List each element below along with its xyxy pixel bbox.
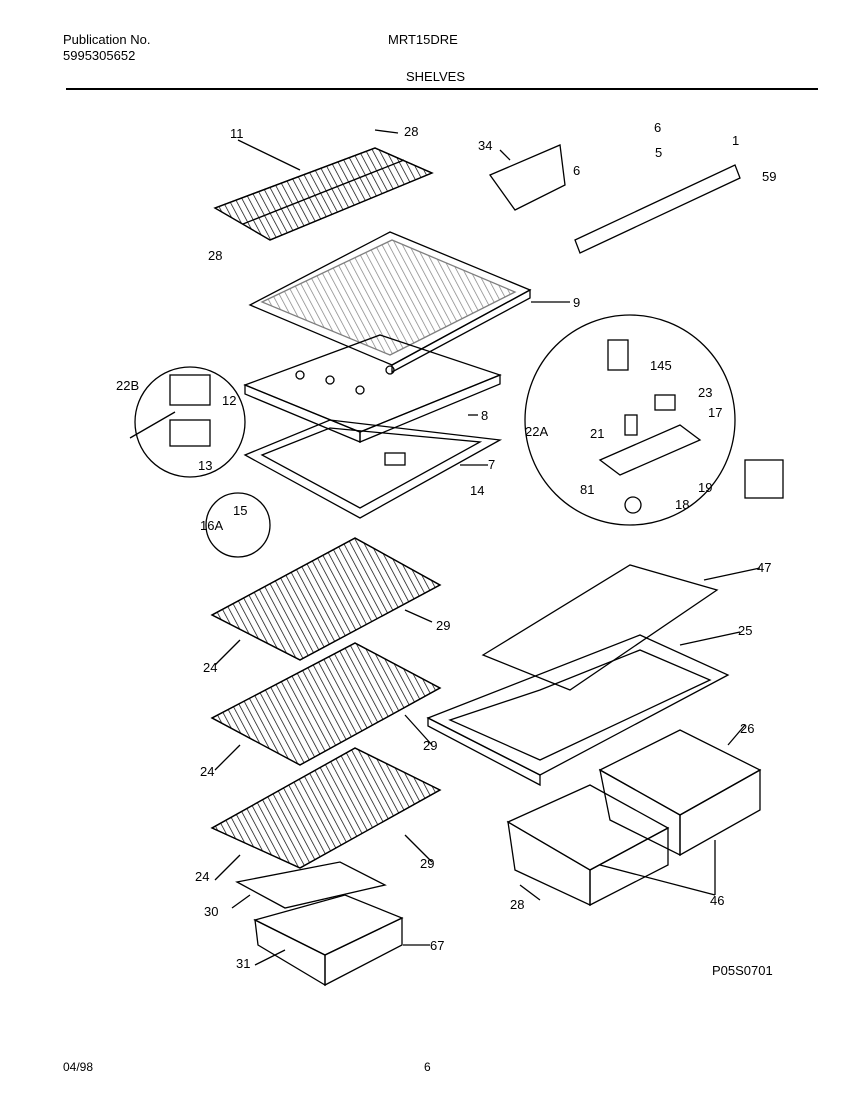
callout-34: 34 — [478, 138, 492, 153]
wire-shelf-29-c — [210, 747, 442, 869]
callout-59: 59 — [762, 169, 776, 184]
footer-page-number: 6 — [424, 1060, 431, 1074]
callout-12: 12 — [222, 393, 236, 408]
housing-13 — [169, 419, 211, 447]
inset-circle-left — [134, 366, 246, 478]
callout-29: 29 — [420, 856, 434, 871]
callout-7: 7 — [488, 457, 495, 472]
wire-shelf-11 — [213, 147, 434, 241]
publication-number: 5995305652 — [63, 48, 136, 63]
callout-46: 46 — [710, 893, 724, 908]
header-rule — [66, 88, 818, 90]
lamp-145 — [607, 339, 629, 371]
callout-15: 15 — [233, 503, 247, 518]
cover-7 — [243, 419, 503, 519]
crisper-drawer-26-right — [598, 729, 762, 857]
callout-23: 23 — [698, 385, 712, 400]
switch-21 — [624, 414, 638, 436]
callout-67: 67 — [430, 938, 444, 953]
glass-shelf-47 — [481, 564, 719, 691]
callout-30: 30 — [204, 904, 218, 919]
callout-28: 28 — [208, 248, 222, 263]
footer-date: 04/98 — [63, 1060, 94, 1074]
pan-31 — [253, 894, 404, 987]
crisper-frame-25 — [426, 634, 730, 787]
callout-24: 24 — [200, 764, 214, 779]
wire-shelf-29-a — [210, 537, 442, 661]
bracket-17 — [598, 424, 702, 476]
callout-47: 47 — [757, 560, 771, 575]
callout-31: 31 — [236, 956, 250, 971]
callout-28: 28 — [404, 124, 418, 139]
callout-145: 145 — [650, 358, 672, 373]
callout-13: 13 — [198, 458, 212, 473]
callout-6: 6 — [654, 120, 661, 135]
cover-30 — [235, 861, 387, 909]
callout-81: 81 — [580, 482, 594, 497]
bin-34 — [489, 144, 566, 211]
callout-24: 24 — [203, 660, 217, 675]
callout-1: 1 — [732, 133, 739, 148]
callout-16A: 16A — [200, 518, 223, 533]
callout-11: 11 — [230, 126, 244, 141]
callout-14: 14 — [470, 483, 484, 498]
frame-8 — [243, 334, 502, 443]
callout-22B: 22B — [116, 378, 139, 393]
drawing-code: P05S0701 — [712, 963, 773, 978]
callout-29: 29 — [423, 738, 437, 753]
callout-labels: 11 28 28 34 6 6 5 1 59 9 22B 12 13 8 7 14 145 23 17 22A 21 19… — [116, 120, 776, 971]
inset-circle-small — [205, 492, 271, 558]
shelf-cover-9 — [248, 231, 532, 374]
switch-box-19 — [744, 459, 784, 499]
callout-21: 21 — [590, 426, 604, 441]
callout-25: 25 — [738, 623, 752, 638]
damper-12 — [169, 374, 211, 406]
rail-5 — [574, 164, 741, 254]
callout-8: 8 — [481, 408, 488, 423]
publication-label: Publication No. — [63, 32, 151, 47]
callout-24: 24 — [195, 869, 209, 884]
callout-22A: 22A — [525, 424, 548, 439]
callout-28: 28 — [510, 897, 524, 912]
callout-17: 17 — [708, 405, 722, 420]
callout-9: 9 — [573, 295, 580, 310]
thermostat-23 — [654, 394, 676, 411]
callout-19: 19 — [698, 480, 712, 495]
crisper-drawer-26-left — [506, 784, 670, 907]
knob-18 — [624, 496, 642, 514]
model-number: MRT15DRE — [388, 32, 458, 47]
callout-5: 5 — [655, 145, 662, 160]
section-title: SHELVES — [406, 69, 466, 84]
inset-circle-right — [524, 314, 736, 526]
callout-26: 26 — [740, 721, 754, 736]
callout-29: 29 — [436, 618, 450, 633]
callout-6: 6 — [573, 163, 580, 178]
callout-18: 18 — [675, 497, 689, 512]
wire-shelf-29-b — [210, 642, 442, 766]
